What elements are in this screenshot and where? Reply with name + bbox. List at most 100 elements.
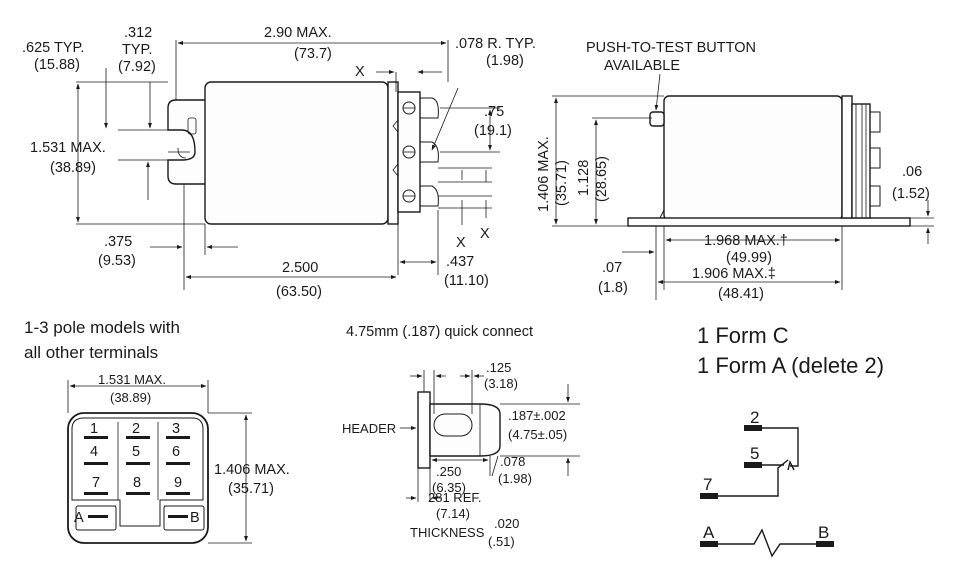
mount-spacing-label: 2.500 [282,260,318,276]
svg-text:5: 5 [132,444,140,460]
overall-height-mm: (35.71) [554,160,570,206]
x-mark-top: X [355,64,365,80]
svg-text:3: 3 [172,421,180,437]
bottom-view-caption-line1: 1-3 pole models with [24,318,180,337]
pin-b: B [190,510,200,526]
schematic: 1 Form C 1 Form A (delete 2) 2 5 7 A B [697,323,884,558]
svg-text:.06: .06 [902,164,922,180]
coil-a-pad [700,541,718,547]
height-label: 1.531 MAX. [30,140,106,156]
svg-text:2.500: 2.500 [282,260,318,276]
tab-width-label: .625 TYP. [22,40,84,56]
x-mark-right: X [480,226,490,242]
svg-text:1.406 MAX.: 1.406 MAX. [214,462,290,478]
svg-text:(7.14): (7.14) [436,506,470,521]
svg-text:281 REF.: 281 REF. [428,490,481,505]
svg-text:.07: .07 [602,260,622,276]
thickness-label: THICKNESS [410,525,485,540]
hole-offset-label: .375 [104,234,132,250]
quick-connect-view: 4.75mm (.187) quick connect .125 (3.18) … [342,324,580,549]
svg-text:1.128: 1.128 [576,160,592,196]
svg-text:B: B [190,510,200,526]
terminal-spacing-label: .75 [484,104,504,120]
push-to-test-line2: AVAILABLE [604,58,680,74]
coil-b-pad [816,541,834,547]
body-length-mm: (49.99) [726,250,772,266]
svg-text:2: 2 [132,421,140,437]
x-mark-left: X [456,235,466,251]
svg-text:6: 6 [172,444,180,460]
mount-spacing-mm: (63.50) [276,284,322,300]
terminal-radius-mm: (1.98) [486,53,524,69]
svg-text:7: 7 [92,475,100,491]
pin-6: 6 [172,444,180,460]
svg-text:PUSH-TO-TEST BUTTON: PUSH-TO-TEST BUTTON [586,40,756,56]
svg-text:.375: .375 [104,234,132,250]
pin-a: A [74,510,84,526]
svg-text:(63.50): (63.50) [276,284,322,300]
terminal-spacing-mm: (19.1) [474,123,512,139]
svg-text:1 Form A (delete 2): 1 Form A (delete 2) [697,353,884,378]
bottom-width-label: 1.531 MAX. [98,372,166,387]
hole-width-label: .125 [486,360,511,375]
svg-text:1.968 MAX.†: 1.968 MAX.† [704,233,788,249]
tip-radius-label: .078 [500,454,525,469]
side-terminals [392,97,439,207]
pin-5: 5 [132,444,140,460]
svg-text:.250: .250 [436,464,461,479]
terminal-length-label: .437 [446,254,474,270]
terminal-2-label: 2 [750,408,759,427]
hole-length-label: .250 [436,464,461,479]
svg-text:(1.8): (1.8) [598,280,628,296]
svg-text:(73.7): (73.7) [294,46,332,62]
end-terminals [841,95,881,219]
terminal-5-pad [744,462,762,468]
schematic-line1: 1 Form C [697,323,789,348]
hole-length-mm: (6.35) [432,480,466,495]
svg-text:(28.65): (28.65) [594,156,610,202]
reference-label: 281 REF. [428,490,481,505]
svg-text:.078 R. TYP.: .078 R. TYP. [455,36,536,52]
pin-3: 3 [172,421,180,437]
bottom-height-label: 1.406 MAX. [214,462,290,478]
schematic-line2: 1 Form A (delete 2) [697,353,884,378]
svg-text:(38.89): (38.89) [50,160,96,176]
height-mm: (38.89) [50,160,96,176]
terminal-2-pad [744,425,762,431]
pin-4: 4 [90,444,98,460]
svg-text:1.906 MAX.‡: 1.906 MAX.‡ [692,266,776,282]
pin-2: 2 [132,421,140,437]
svg-text:5: 5 [750,444,759,463]
svg-text:(6.35): (6.35) [432,480,466,495]
svg-text:7: 7 [703,475,712,494]
side-view: .625 TYP. (15.88) .312 TYP. (7.92) 2.90 … [22,25,536,300]
svg-text:4.75mm (.187) quick connect: 4.75mm (.187) quick connect [346,324,533,340]
bottom-height-mm: (35.71) [228,481,274,497]
end-view: PUSH-TO-TEST BUTTON AVAILABLE 1.406 MAX.… [536,40,934,302]
pin-1: 1 [90,421,98,437]
svg-text:(9.53): (9.53) [98,253,136,269]
svg-text:.75: .75 [484,104,504,120]
push-to-test-button [649,111,665,127]
svg-text:.437: .437 [446,254,474,270]
tab-offset-label: .312 [124,25,152,41]
thickness-value: .020 [494,516,519,531]
svg-text:(3.18): (3.18) [484,376,518,391]
svg-text:.125: .125 [486,360,511,375]
pin-8: 8 [133,475,141,491]
svg-text:2: 2 [750,408,759,427]
svg-text:1 Form C: 1 Form C [697,323,789,348]
svg-text:A: A [74,510,84,526]
svg-text:1.531 MAX.: 1.531 MAX. [98,372,166,387]
svg-text:(1.98): (1.98) [486,53,524,69]
body-length-label: 1.968 MAX.† [704,233,788,249]
svg-text:1-3 pole models with: 1-3 pole models with [24,318,180,337]
svg-text:.187±.002: .187±.002 [508,408,566,423]
svg-text:1: 1 [90,421,98,437]
coil-a-label: A [703,523,715,542]
svg-text:.078: .078 [500,454,525,469]
header-label: HEADER [342,421,396,436]
svg-text:(.51): (.51) [488,534,515,549]
svg-text:4: 4 [90,444,98,460]
